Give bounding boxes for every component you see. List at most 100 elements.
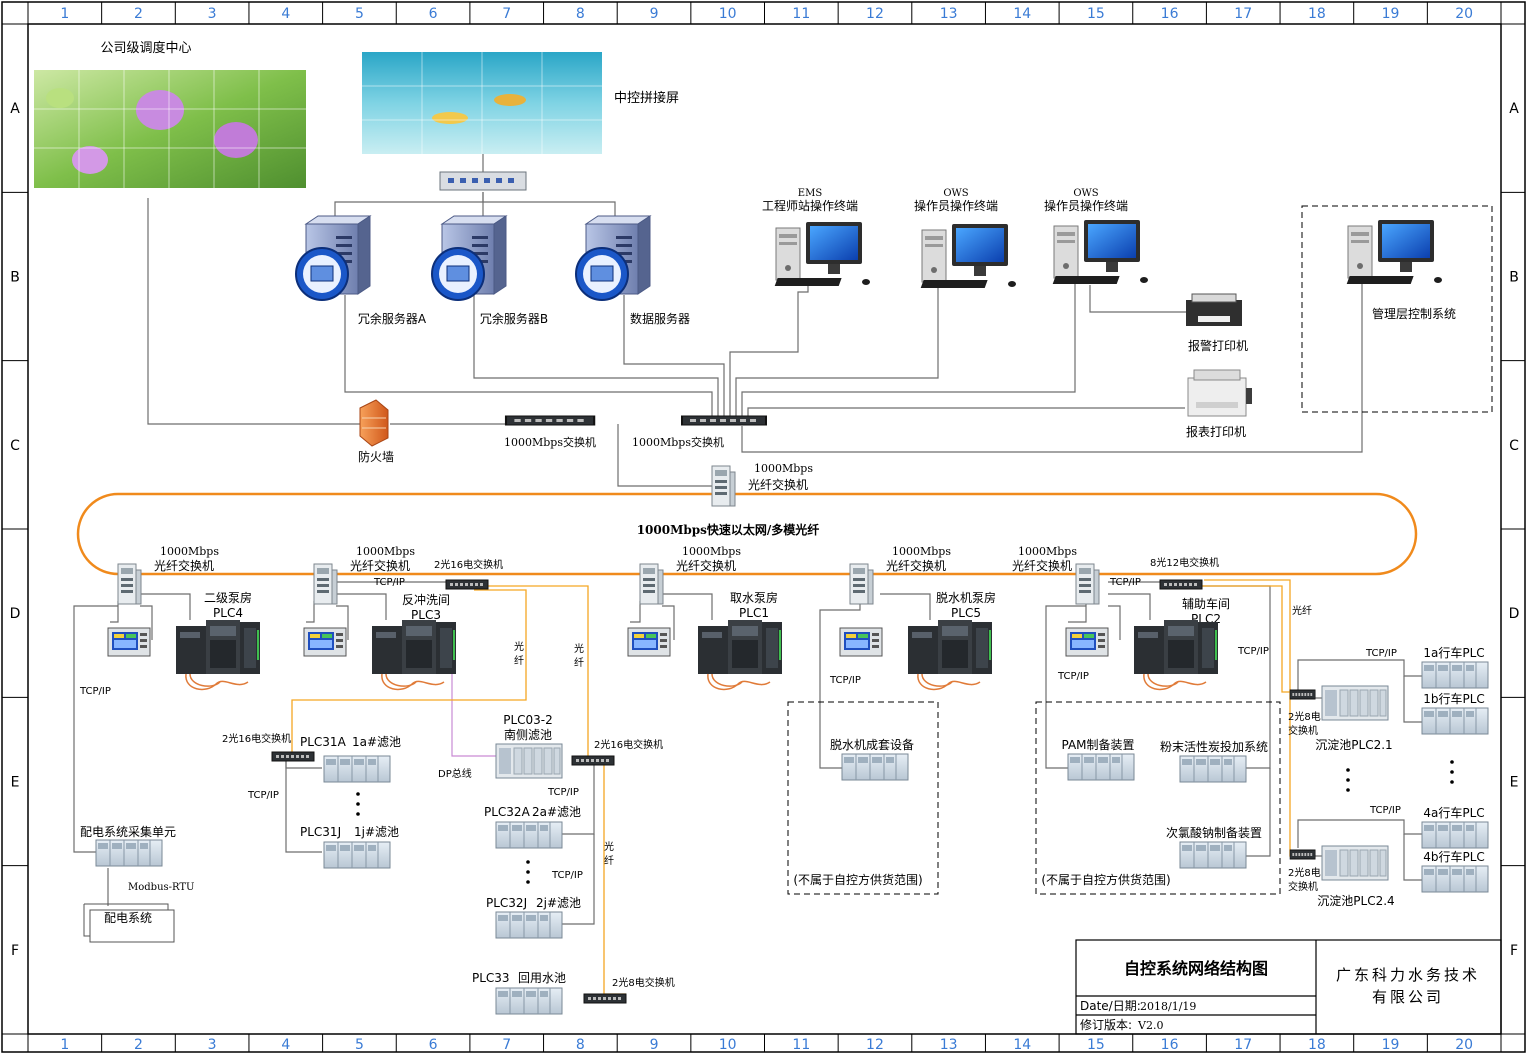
switch-2x16-mid [571, 755, 615, 766]
alarm-printer-label: 报警打印机 [1188, 338, 1248, 353]
row-letter: C [10, 438, 20, 454]
row-letter: F [1510, 943, 1518, 959]
station-name: 取水泵房 [730, 590, 778, 605]
dewater-equipment [841, 753, 909, 781]
company-center-label: 公司级调度中心 [100, 40, 191, 56]
hypochlorite-device [1179, 841, 1247, 869]
fiber-switch-plc2 [1075, 563, 1100, 605]
column-number: 4 [281, 6, 290, 22]
column-number: 4 [281, 1037, 290, 1053]
company-video-wall [34, 70, 306, 188]
ems-label: 工程师站操作终端 [762, 198, 858, 213]
tcpip-label: TCP/IP [551, 870, 583, 881]
station-speed: 1000Mbps [160, 545, 219, 558]
column-number: 9 [650, 6, 659, 22]
column-number: 16 [1161, 1037, 1179, 1053]
column-number: 15 [1087, 6, 1105, 22]
plc31a-label: PLC31A [300, 735, 347, 749]
column-number: 9 [650, 1037, 659, 1053]
column-number: 7 [502, 6, 511, 22]
column-number: 3 [208, 6, 217, 22]
tcpip-label: TCP/IP [1369, 805, 1401, 816]
control-video-wall [362, 52, 602, 154]
server-b-label: 冗余服务器B [480, 311, 548, 326]
column-number: 20 [1455, 1037, 1473, 1053]
column-number: 6 [429, 1037, 438, 1053]
column-number: 6 [429, 6, 438, 22]
data-server [575, 215, 651, 301]
column-number: 17 [1234, 1037, 1252, 1053]
station-switch-label: 光纤交换机 [350, 558, 410, 573]
column-number: 10 [719, 6, 737, 22]
ows2-workstation [1052, 219, 1149, 285]
switch-2x16-left [271, 751, 315, 762]
row-letter: A [1509, 101, 1519, 117]
power-unit [95, 839, 163, 867]
sediment-plc-2-1 [1321, 685, 1389, 721]
core-fiber-switch [711, 465, 736, 507]
switch-1-label: 1000Mbps交换机 [504, 435, 596, 449]
fiber-switch-plc5 [849, 563, 874, 605]
sediment-plc-2-4 [1321, 845, 1389, 881]
column-number: 13 [940, 6, 958, 22]
network-links [73, 153, 1424, 925]
tcpip-label: TCP/IP [547, 787, 579, 798]
row-letter: E [1510, 775, 1519, 791]
tcpip-label: TCP/IP [1109, 577, 1141, 588]
carbon-label: 粉末活性炭投加系统 [1160, 739, 1268, 754]
station-name: 反冲洗间 [402, 592, 450, 607]
plc32a [495, 821, 563, 849]
fiber-label-horizontal: 光纤 [1292, 604, 1312, 617]
plc-rack [907, 619, 993, 691]
ellipsis-dots [1346, 760, 1454, 792]
fiber-switch-plc3 [313, 563, 338, 605]
switch-2x8-a-label2: 交换机 [1288, 724, 1318, 737]
data-server-label: 数据服务器 [630, 311, 690, 326]
plc-rack [371, 619, 457, 691]
aux-scope-box [1035, 701, 1281, 895]
tcpip-label: TCP/IP [1237, 646, 1269, 657]
switch-1 [504, 414, 596, 427]
station-speed: 1000Mbps [1018, 545, 1077, 558]
ows1-label: 操作员操作终端 [914, 198, 998, 213]
column-number: 18 [1308, 1037, 1326, 1053]
column-number: 19 [1382, 6, 1400, 22]
report-printer [1187, 369, 1252, 417]
fiber-switch-plc4 [117, 563, 142, 605]
station-switch-label: 光纤交换机 [154, 558, 214, 573]
fiber-switch-plc1 [639, 563, 664, 605]
plc03-2-label: PLC03-2 [503, 713, 553, 727]
column-number: 18 [1308, 6, 1326, 22]
column-number: 16 [1161, 6, 1179, 22]
station-switch-label: 光纤交换机 [886, 558, 946, 573]
column-number: 5 [355, 1037, 364, 1053]
crane-1b-plc [1421, 707, 1489, 735]
station-name: 辅助车间 [1182, 596, 1230, 611]
row-letter: B [1509, 270, 1519, 286]
plc31a [323, 755, 391, 783]
column-number: 8 [576, 1037, 585, 1053]
plc-rack [1133, 619, 1219, 691]
mgmt-workstation [1346, 219, 1443, 285]
ring-label: 1000Mbps快速以太网/多模光纤 [637, 522, 820, 537]
plc32j-name: 2j#滤池 [536, 896, 581, 910]
hmi-panel [839, 627, 883, 657]
crane-4a-label: 4a行车PLC [1423, 805, 1484, 820]
row-letter: D [1509, 606, 1520, 622]
title-block [1075, 939, 1502, 1035]
column-number: 15 [1087, 1037, 1105, 1053]
crane-4a-plc [1421, 821, 1489, 849]
station-name: 脱水机泵房 [936, 590, 996, 605]
plc32j-label: PLC32J [486, 896, 527, 910]
ems-workstation [774, 221, 871, 287]
drawing-title: 自控系统网络结构图 [1124, 959, 1268, 978]
hmi-panel [107, 627, 151, 657]
plc-rack [175, 619, 261, 691]
pam-device [1067, 753, 1135, 781]
switch-2x8-b-label: 2光8电 [1288, 866, 1321, 879]
hmi-panel [303, 627, 347, 657]
report-printer-label: 报表打印机 [1186, 424, 1246, 439]
